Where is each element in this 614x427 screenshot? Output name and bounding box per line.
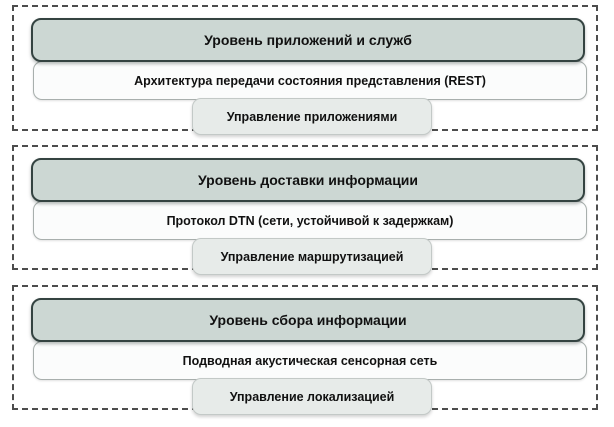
layer-management-tag-delivery: Управление маршрутизацией bbox=[192, 238, 432, 275]
layer-management-label: Управление приложениями bbox=[226, 109, 398, 124]
layer-protocol-box-application: Архитектура передачи состояния представл… bbox=[33, 61, 587, 100]
layer-protocol-box-collection: Подводная акустическая сенсорная сеть bbox=[33, 341, 587, 380]
layer-group-application: Уровень приложений и служб Архитектура п… bbox=[12, 5, 598, 135]
layer-management-tag-collection: Управление локализацией bbox=[192, 378, 432, 415]
layer-protocol-box-delivery: Протокол DTN (сети, устойчивой к задержк… bbox=[33, 201, 587, 240]
layer-header-label: Уровень приложений и служб bbox=[204, 32, 412, 48]
layer-group-collection: Уровень сбора информации Подводная акуст… bbox=[12, 285, 598, 415]
layer-protocol-label: Протокол DTN (сети, устойчивой к задержк… bbox=[166, 213, 454, 228]
layer-management-label: Управление локализацией bbox=[229, 389, 395, 404]
layer-header-application: Уровень приложений и служб bbox=[31, 18, 585, 62]
layer-header-collection: Уровень сбора информации bbox=[31, 298, 585, 342]
layer-management-tag-application: Управление приложениями bbox=[192, 98, 432, 135]
layer-header-label: Уровень доставки информации bbox=[197, 172, 419, 188]
layer-header-delivery: Уровень доставки информации bbox=[31, 158, 585, 202]
layer-header-label: Уровень сбора информации bbox=[209, 312, 407, 328]
layer-protocol-label: Подводная акустическая сенсорная сеть bbox=[182, 353, 438, 368]
layer-group-delivery: Уровень доставки информации Протокол DTN… bbox=[12, 145, 598, 275]
layer-management-label: Управление маршрутизацией bbox=[220, 249, 404, 264]
layer-protocol-label: Архитектура передачи состояния представл… bbox=[134, 73, 486, 88]
